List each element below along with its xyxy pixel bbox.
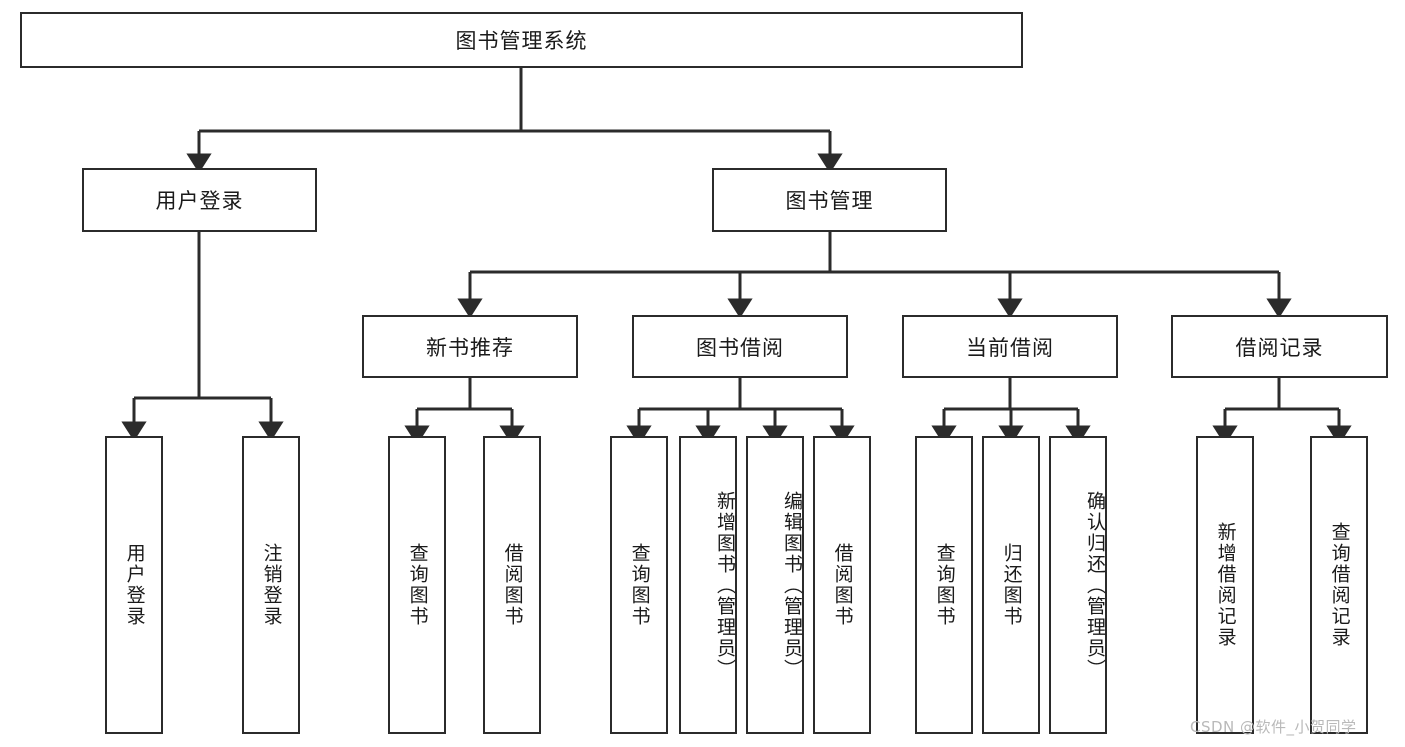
node-leaf-edit-book-admin[interactable]: 编辑图书（管理员） xyxy=(746,436,804,734)
node-new-book-recommend[interactable]: 新书推荐 xyxy=(362,315,578,378)
node-leaf-confirm-return[interactable]: 确认归还（管理员） xyxy=(1049,436,1107,734)
node-leaf-logout-login[interactable]: 注销登录 xyxy=(242,436,300,734)
node-leaf-add-book-admin[interactable]: 新增图书（管理员） xyxy=(679,436,737,734)
node-leaf-query-book-1[interactable]: 查询图书 xyxy=(388,436,446,734)
watermark-label: CSDN @软件_小贺同学 xyxy=(1190,718,1357,736)
node-borrow-record[interactable]: 借阅记录 xyxy=(1171,315,1388,378)
node-leaf-borrow-book-1[interactable]: 借阅图书 xyxy=(483,436,541,734)
node-leaf-query-book-3[interactable]: 查询图书 xyxy=(915,436,973,734)
node-current-borrow[interactable]: 当前借阅 xyxy=(902,315,1118,378)
node-leaf-borrow-book-2[interactable]: 借阅图书 xyxy=(813,436,871,734)
node-book-management[interactable]: 图书管理 xyxy=(712,168,947,232)
node-leaf-user-login[interactable]: 用户登录 xyxy=(105,436,163,734)
node-book-borrow[interactable]: 图书借阅 xyxy=(632,315,848,378)
node-leaf-query-record[interactable]: 查询借阅记录 xyxy=(1310,436,1368,734)
node-leaf-add-record[interactable]: 新增借阅记录 xyxy=(1196,436,1254,734)
node-leaf-query-book-2[interactable]: 查询图书 xyxy=(610,436,668,734)
node-leaf-return-book[interactable]: 归还图书 xyxy=(982,436,1040,734)
node-root[interactable]: 图书管理系统 xyxy=(20,12,1023,68)
node-user-login[interactable]: 用户登录 xyxy=(82,168,317,232)
